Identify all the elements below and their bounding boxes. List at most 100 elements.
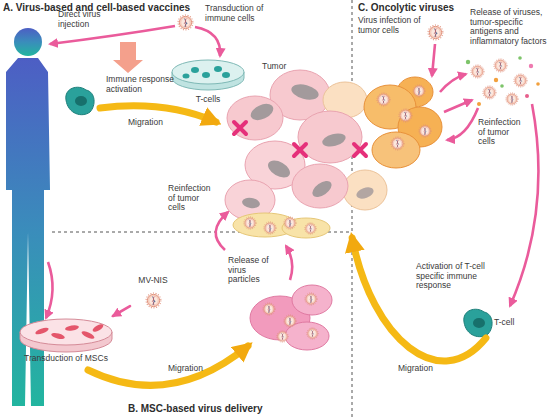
t-cell: T-cell (462, 308, 534, 338)
petri-dish (172, 60, 244, 90)
petri-dish: T-cells (168, 56, 248, 106)
step-label: Transduction of immune cells (205, 4, 275, 23)
step-label: Release of virus particles (228, 256, 270, 285)
msc-cluster (305, 293, 317, 305)
tumor-cells (290, 82, 321, 103)
step-label: Migration (128, 118, 178, 128)
node-label: T-cell (494, 318, 534, 328)
petri-dish (214, 66, 222, 72)
msc-cluster (307, 328, 318, 339)
process-arrow (444, 100, 472, 112)
released-antigens (466, 60, 470, 64)
migration-arrow (88, 106, 248, 386)
petri-dish (35, 326, 50, 335)
immune-cell (75, 96, 87, 106)
process-arrow (46, 26, 538, 318)
tumor-cells (248, 101, 276, 124)
tumor-cells (241, 197, 260, 210)
petri-dish (20, 319, 112, 352)
panel-heading: B. MSC-based virus delivery (128, 403, 338, 414)
migration-arrow (88, 346, 248, 385)
tumor-cells (355, 185, 375, 201)
step-label: Migration (168, 364, 218, 374)
virus-particle (146, 293, 161, 308)
tumor-cells (321, 131, 347, 149)
virus-particle (399, 109, 412, 122)
released-antigens (506, 93, 518, 105)
tumor-cells (265, 157, 293, 181)
step-label: Immune response activation (106, 75, 180, 94)
immune-cell (66, 87, 94, 114)
immune-cell (66, 87, 492, 336)
step-label: Reinfection of tumor cells (478, 118, 528, 147)
process-arrow (510, 104, 538, 306)
process-arrow (216, 212, 228, 250)
immune-cell (473, 318, 485, 328)
petri-dish (183, 74, 190, 79)
released-antigens (471, 65, 484, 78)
process-arrow (286, 246, 292, 280)
virus-particle (391, 137, 404, 150)
released-antigens (536, 82, 540, 86)
panel-divider (352, 0, 353, 418)
kill-mark (234, 122, 366, 156)
tumor-cells (292, 164, 348, 208)
released-antigens (529, 64, 533, 68)
activation-arrow (113, 42, 143, 73)
petri-dish (172, 60, 244, 84)
virus-particle (428, 25, 443, 40)
step-label: Direct virus injection (58, 10, 110, 29)
process-arrow (50, 26, 175, 44)
tumor-cells (227, 96, 283, 140)
step-label: Virus infection of tumor cells (358, 16, 424, 35)
migration-arrow (352, 238, 486, 361)
released-antigens (500, 84, 504, 88)
tumor-mass: Tumor (226, 62, 444, 238)
released-antigens (494, 59, 507, 72)
tumor-cells (372, 132, 420, 168)
virus-particle (264, 222, 276, 234)
virus-particle (178, 15, 193, 30)
released-antigens (518, 56, 522, 60)
msc-cluster (284, 315, 296, 327)
node-label: Transduction of MSCs (16, 354, 116, 364)
activation-arrow (113, 42, 143, 73)
virus-particle: MV-NIS (130, 276, 176, 310)
step-label: Release of viruses, tumor-specific antig… (470, 8, 548, 46)
petri-dish: Transduction of MSCs (16, 316, 116, 370)
virus-particle (419, 125, 431, 137)
petri-dish (51, 332, 66, 340)
msc-cluster (277, 331, 288, 342)
petri-dish (191, 67, 199, 73)
petri-dish (65, 324, 80, 331)
petri-dish (92, 323, 105, 333)
immune-cell (464, 309, 492, 336)
process-arrow (432, 44, 435, 76)
node-label: T-cells (168, 95, 248, 105)
process-arrow (46, 262, 53, 318)
process-arrow (440, 74, 466, 92)
msc-cluster (263, 303, 275, 315)
released-antigens (483, 86, 496, 99)
tumor-cells (343, 170, 387, 210)
process-arrow (447, 108, 478, 140)
step-label: Activation of T-cell specific immune res… (416, 262, 502, 291)
released-antigens (525, 94, 529, 98)
kill-mark (294, 144, 306, 156)
released-antigens (477, 102, 481, 106)
virus-particle (284, 217, 296, 229)
virus-particle (305, 223, 316, 234)
node-label: Tumor (262, 62, 322, 72)
released-antigens (514, 74, 527, 87)
tumor-cells (225, 70, 442, 238)
panel-heading: A. Virus-based and cell-based vaccines (3, 2, 233, 13)
petri-dish (20, 319, 112, 345)
node-label: MV-NIS (130, 276, 176, 286)
person-silhouette (14, 28, 42, 56)
tumor-cells (310, 178, 335, 200)
edge-label: Migration (398, 364, 448, 374)
process-arrow (195, 27, 220, 56)
step-label: Reinfection of tumor cells (168, 184, 214, 213)
msc-cluster (250, 285, 332, 350)
